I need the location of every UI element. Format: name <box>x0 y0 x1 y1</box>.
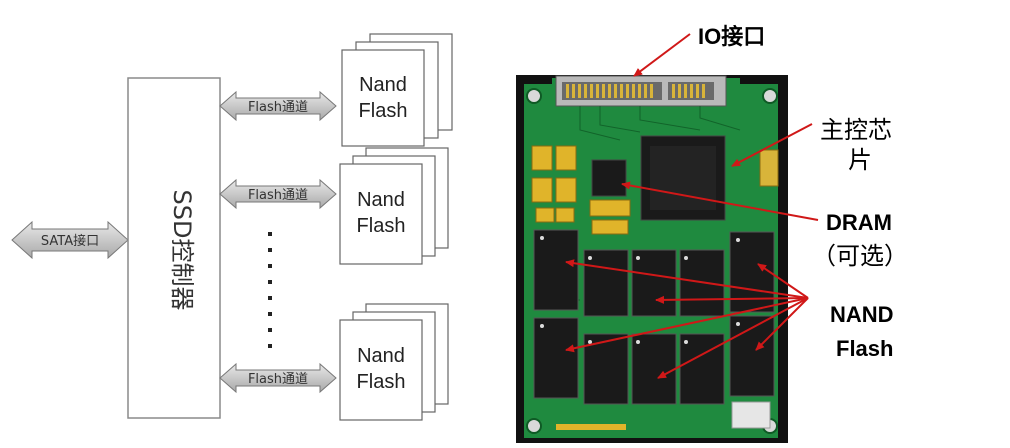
controller-callout-line2: 片 <box>848 146 872 174</box>
dram-chip <box>591 159 627 197</box>
io-callout: IO接口 <box>698 24 765 49</box>
controller-label: SSD控制器 <box>168 190 196 311</box>
callouts: IO接口 主控芯 片 DRAM （可选） NAND Flash <box>565 24 908 379</box>
more-channels-dots <box>268 232 272 348</box>
channel-1: Flash通道 Nand Flash <box>219 33 453 147</box>
io-connector <box>555 75 727 107</box>
nand-label-line1: Nand <box>357 345 405 367</box>
nand-stack: Nand Flash <box>339 147 449 265</box>
nand-callout-line2: Flash <box>836 336 893 361</box>
channel-label: Flash通道 <box>248 100 308 115</box>
nand-label-line2: Flash <box>357 371 406 393</box>
channel-label: Flash通道 <box>248 372 308 387</box>
nand-stack: Nand Flash <box>339 303 449 421</box>
channel-2: Flash通道 Nand Flash <box>219 147 449 265</box>
sata-arrow: SATA接口 <box>11 220 129 260</box>
dram-callout-line2: （可选） <box>812 242 908 270</box>
nand-callout-line1: NAND <box>830 302 894 327</box>
nand-label-line2: Flash <box>359 100 408 122</box>
block-diagram: SATA接口 SSD控制器 Flash通道 Nand Flash Flash通道 <box>11 33 453 421</box>
nand-label-line1: Nand <box>359 74 407 96</box>
ssd-controller-box: SSD控制器 <box>127 77 221 419</box>
nand-stack: Nand Flash <box>341 33 453 147</box>
controller-chip <box>640 135 726 221</box>
nand-label-line2: Flash <box>357 215 406 237</box>
gold-components <box>531 145 631 235</box>
sata-label: SATA接口 <box>41 233 99 249</box>
ssd-pcb-photo <box>516 75 788 443</box>
channel-label: Flash通道 <box>248 188 308 203</box>
controller-callout-line1: 主控芯 <box>820 116 892 144</box>
dram-callout-line1: DRAM <box>826 210 892 235</box>
nand-label-line1: Nand <box>357 189 405 211</box>
channel-3: Flash通道 Nand Flash <box>219 303 449 421</box>
